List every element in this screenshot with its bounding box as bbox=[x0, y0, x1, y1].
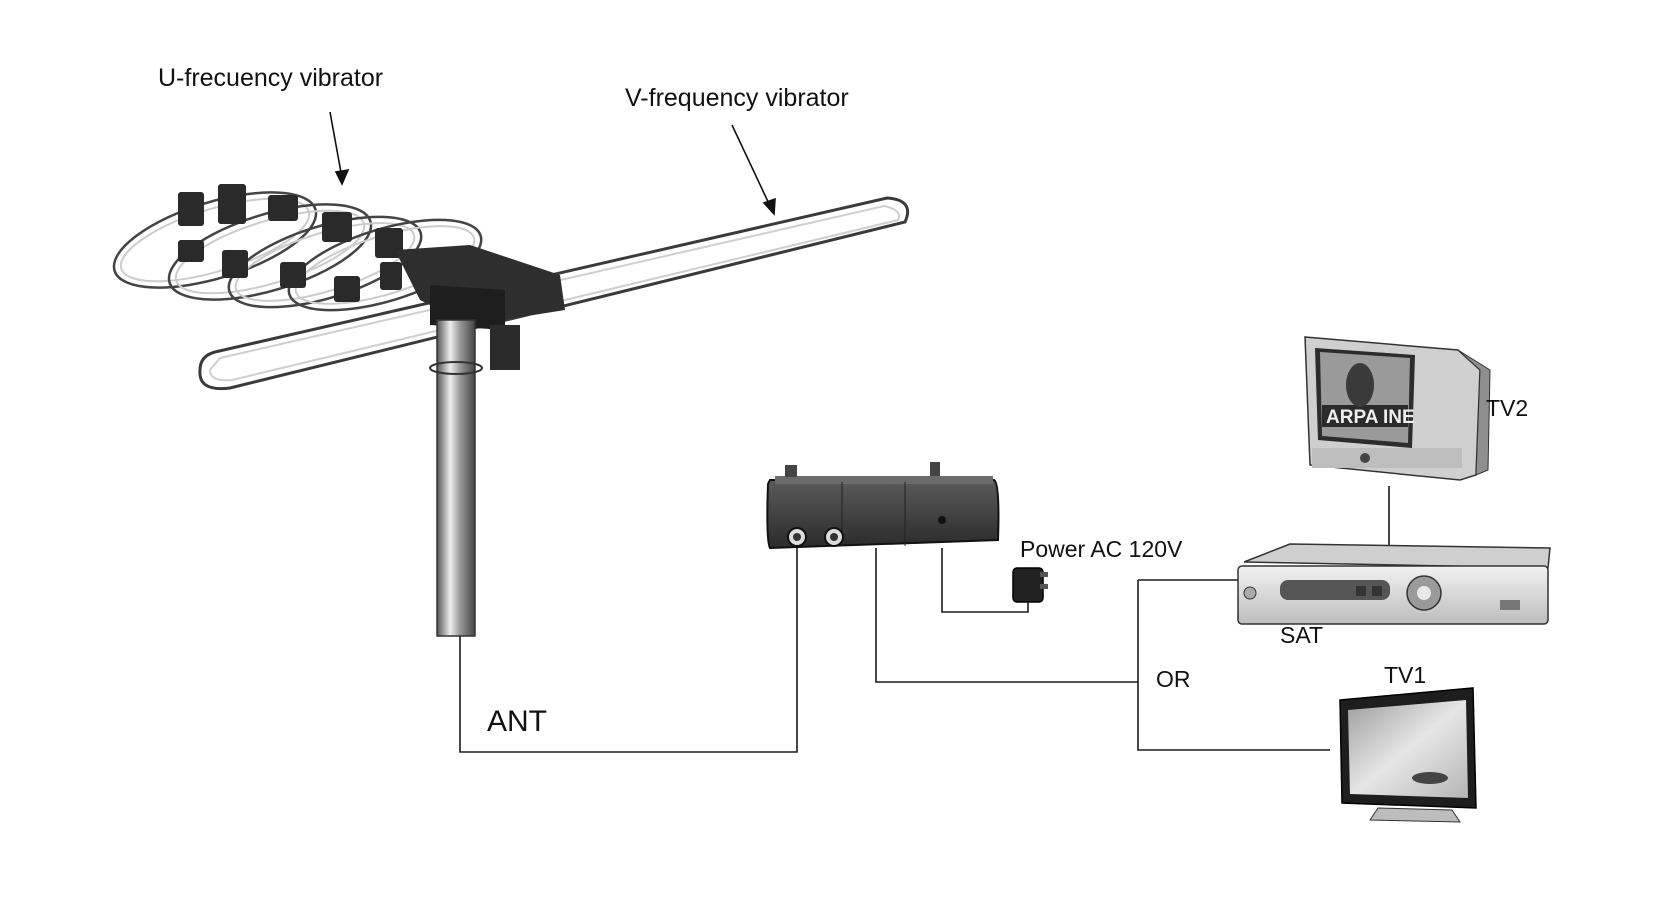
antenna-mast bbox=[429, 319, 483, 637]
or-branch-cable bbox=[1137, 580, 1330, 751]
u-frequency-vibrator-label: U-frecuency vibrator bbox=[158, 64, 384, 92]
label-pointers bbox=[329, 111, 776, 216]
antenna-housing bbox=[395, 245, 565, 370]
output-cable bbox=[875, 548, 1138, 683]
amplifier-box bbox=[766, 462, 1000, 550]
tv1-label: TV1 bbox=[1384, 662, 1427, 688]
tv2-label: TV2 bbox=[1486, 395, 1529, 421]
element-clips bbox=[178, 184, 403, 302]
tv2-screen-caption: ARPA INE bbox=[1326, 407, 1415, 428]
ant-label: ANT bbox=[487, 705, 547, 738]
tv1-flat-panel bbox=[1339, 687, 1477, 823]
sat-label: SAT bbox=[1280, 622, 1324, 648]
power-adapter bbox=[1012, 567, 1048, 603]
ant-cable bbox=[459, 548, 798, 753]
or-label: OR bbox=[1156, 666, 1191, 692]
v-frequency-element bbox=[198, 196, 910, 391]
sat-receiver bbox=[1237, 543, 1551, 625]
power-label: Power AC 120V bbox=[1020, 536, 1183, 562]
power-cable bbox=[941, 548, 1029, 613]
antenna bbox=[112, 184, 910, 637]
tv2-crt: ARPA INE bbox=[1304, 336, 1491, 481]
v-frequency-vibrator-label: V-frequency vibrator bbox=[625, 84, 849, 112]
cables bbox=[459, 486, 1390, 753]
